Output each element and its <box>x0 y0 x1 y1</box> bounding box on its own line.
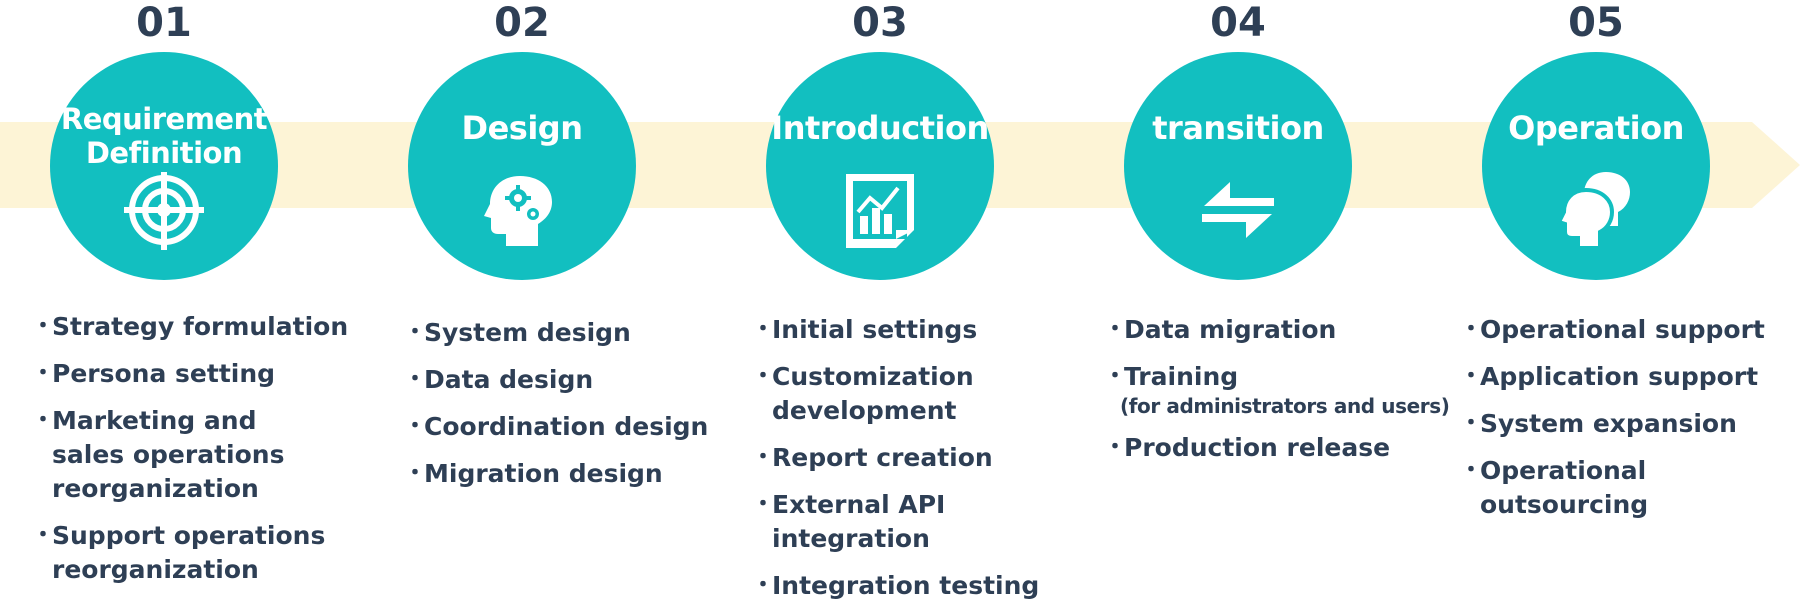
list-item: ・Training(for administrators and users) <box>1104 362 1450 418</box>
two-heads-icon <box>1556 170 1636 250</box>
step-number: 01 <box>136 0 192 46</box>
list-item: ・Strategy formulation <box>32 312 349 341</box>
list-item: ・Marketing and sales operations reorgani… <box>32 406 285 503</box>
step-circle: Requirement Definition <box>50 52 278 280</box>
step-number: 03 <box>852 0 908 46</box>
chart-document-icon <box>840 170 920 250</box>
list-item: ・System design <box>404 318 631 347</box>
head-gears-icon <box>482 170 562 250</box>
target-icon <box>124 170 204 250</box>
step-items: ・Operational support ・Application suppor… <box>1460 313 1800 535</box>
list-item: ・Integration testing <box>752 571 1040 600</box>
step-title: Design <box>461 109 583 147</box>
step-title: transition <box>1152 109 1324 147</box>
list-item: ・Data migration <box>1104 315 1337 344</box>
list-item: ・Migration design <box>404 459 663 488</box>
list-item: ・Operational support <box>1460 315 1765 344</box>
step-items: ・System design ・Data design ・Coordinatio… <box>404 316 708 504</box>
exchange-arrows-icon <box>1198 170 1278 250</box>
list-item: ・Coordination design <box>404 412 709 441</box>
step-circle: Introduction <box>766 52 994 280</box>
list-item: ・Persona setting <box>32 359 276 388</box>
step-title: Operation <box>1508 109 1684 147</box>
list-item: ・Report creation <box>752 443 993 472</box>
step-number: 04 <box>1210 0 1266 46</box>
list-item: ・Customization development <box>752 362 974 425</box>
list-item: ・External API integration <box>752 490 946 553</box>
step-title: Introduction <box>771 109 989 147</box>
list-item: ・Operational outsourcing <box>1460 456 1649 519</box>
step-items: ・Data migration ・Training(for administra… <box>1104 313 1450 478</box>
list-item: ・System expansion <box>1460 409 1737 438</box>
step-circle: Design <box>408 52 636 280</box>
step-items: ・Initial settings ・Customization develop… <box>752 313 1106 616</box>
list-item: ・Application support <box>1460 362 1759 391</box>
step-items: ・Strategy formulation ・Persona setting ・… <box>32 310 348 600</box>
step-title: Requirement Definition <box>60 102 268 170</box>
step-number: 02 <box>494 0 550 46</box>
list-item: ・Data design <box>404 365 594 394</box>
list-item: ・Support operations reorganization <box>32 521 326 584</box>
list-item: ・Production release <box>1104 433 1391 462</box>
step-circle: transition <box>1124 52 1352 280</box>
step-number: 05 <box>1568 0 1624 46</box>
step-circle: Operation <box>1482 52 1710 280</box>
list-item: ・Initial settings <box>752 315 978 344</box>
